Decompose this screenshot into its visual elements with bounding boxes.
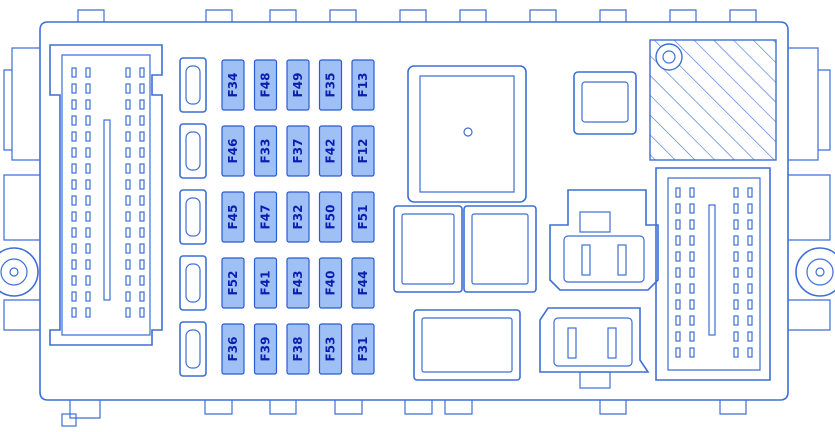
fuse-body: [221, 59, 245, 111]
fuse: F39: [253, 323, 278, 375]
right-mount: [795, 247, 835, 297]
fuse-body: [253, 191, 278, 243]
fuse-body: [253, 323, 278, 375]
fuse: F40: [318, 257, 343, 309]
fuse-body: [286, 323, 310, 375]
spare-fuse-column: [179, 57, 207, 377]
fuse: F41: [253, 257, 278, 309]
top-tabs: [77, 9, 757, 22]
fuse-label: F45: [226, 205, 240, 230]
lower-relay: [413, 309, 521, 381]
bottom-tabs: [61, 400, 747, 427]
fuse: F31: [351, 323, 375, 375]
fuse-body: [318, 125, 343, 177]
fuse-body: [221, 191, 245, 243]
fuse-body: [318, 323, 343, 375]
fuse: F37: [286, 125, 310, 177]
fuse: F43: [286, 257, 310, 309]
fuse: F36: [221, 323, 245, 375]
fuse-label: F38: [291, 337, 305, 362]
fuse-body: [286, 257, 310, 309]
fuse-body: [318, 257, 343, 309]
fuse-label: F50: [324, 205, 338, 230]
fuse-label: F40: [324, 271, 338, 296]
fuse: F46: [221, 125, 245, 177]
fuse: F53: [318, 323, 343, 375]
fuse-label: F35: [324, 73, 338, 98]
center-relay: [407, 65, 527, 203]
fuse: F42: [318, 125, 343, 177]
fuse-body: [318, 191, 343, 243]
fuse-label: F53: [324, 337, 338, 362]
fuse-label: F52: [226, 271, 240, 296]
fuse-label: F44: [356, 271, 370, 296]
fuse-body: [221, 323, 245, 375]
hatched-relay: [649, 39, 777, 161]
fuse-body: [351, 323, 375, 375]
fuse: F33: [253, 125, 278, 177]
fuse-label: F13: [356, 73, 370, 98]
small-module: [573, 71, 637, 135]
fuse-body: [351, 257, 375, 309]
fuse-body: [286, 59, 310, 111]
fuse-label: F32: [291, 205, 305, 230]
fuse-label: F47: [259, 205, 273, 230]
upper-socket: [549, 189, 659, 291]
fuse: F35: [318, 59, 343, 111]
fuse-body: [253, 125, 278, 177]
fuse-label: F51: [356, 205, 370, 230]
fuse-label: F43: [291, 271, 305, 296]
fuse-body: [351, 191, 375, 243]
fuse-body: [351, 125, 375, 177]
relay-pair: [393, 205, 537, 293]
fuse: F44: [351, 257, 375, 309]
housing: [3, 21, 831, 401]
fuse-label: F31: [356, 337, 370, 362]
fuse-label: F33: [259, 139, 273, 164]
fuse-label: F49: [291, 73, 305, 98]
fuse-body: [318, 59, 343, 111]
fuse-body: [351, 59, 375, 111]
fuse: F45: [221, 191, 245, 243]
left-connector: [49, 44, 163, 346]
fuse: F32: [286, 191, 310, 243]
fuse-label: F48: [259, 73, 273, 98]
fuse: F12: [351, 125, 375, 177]
left-mount: [0, 247, 39, 297]
fuse: F34: [221, 59, 245, 111]
fuse-body: [253, 59, 278, 111]
fuse: F49: [286, 59, 310, 111]
fuse-body: [286, 191, 310, 243]
lower-socket: [539, 307, 650, 389]
fuse-grid: F34F46F45F52F36F48F33F47F41F39F49F37F32F…: [221, 59, 375, 375]
fuse: F52: [221, 257, 245, 309]
fuse: F38: [286, 323, 310, 375]
fuse-label: F36: [226, 337, 240, 362]
fuse-label: F46: [226, 139, 240, 164]
fuse: F51: [351, 191, 375, 243]
fuse-label: F37: [291, 139, 305, 164]
fuse: F13: [351, 59, 375, 111]
fuse: F47: [253, 191, 278, 243]
fuse-label: F12: [356, 139, 370, 164]
fuse: F50: [318, 191, 343, 243]
fuse-body: [253, 257, 278, 309]
fuse-label: F42: [324, 139, 338, 164]
fuse: F48: [253, 59, 278, 111]
fuse-body: [221, 125, 245, 177]
fuse-label: F39: [259, 337, 273, 362]
fuse-label: F41: [259, 271, 273, 296]
fuse-body: [286, 125, 310, 177]
fuse-body: [221, 257, 245, 309]
fuse-label: F34: [226, 73, 240, 98]
right-connector: [655, 167, 771, 381]
